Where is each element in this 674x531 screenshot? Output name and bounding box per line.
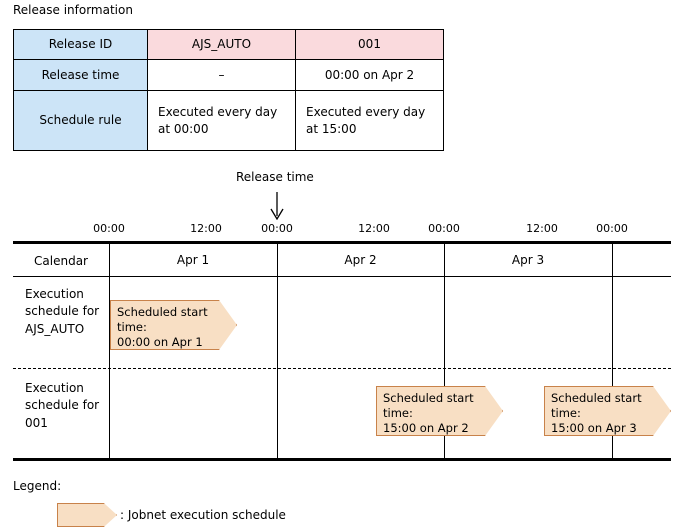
schedule-block-ajs-auto-apr1[interactable]: Scheduled start time: 00:00 on Apr 1	[110, 300, 237, 350]
day-divider	[612, 241, 613, 459]
day-divider	[109, 241, 110, 459]
tick-label: 00:00	[93, 222, 125, 235]
schedule-block-001-apr2[interactable]: Scheduled start time: 15:00 on Apr 2	[376, 386, 503, 436]
table-row: Release time – 00:00 on Apr 2	[13, 59, 444, 91]
table-row: Release ID AJS_AUTO 001	[13, 29, 444, 60]
row-separator-dashed	[13, 368, 671, 369]
release-information-table: Release ID AJS_AUTO 001 Release time – 0…	[13, 29, 444, 151]
cell-release-time-001: 00:00 on Apr 2	[295, 59, 444, 91]
timeline-top-border	[13, 241, 671, 244]
legend-title: Legend:	[13, 479, 62, 493]
tick-label: 00:00	[428, 222, 460, 235]
day-label-apr-3: Apr 3	[511, 253, 545, 267]
cell-schedule-rule-ajs-auto: Executed every day at 00:00	[147, 90, 296, 151]
day-divider	[444, 241, 445, 459]
cell-release-id-001: 001	[295, 29, 444, 60]
release-time-marker-label: Release time	[236, 170, 314, 184]
day-label-apr-2: Apr 2	[344, 253, 377, 267]
cell-release-id-ajs-auto: AJS_AUTO	[147, 29, 296, 60]
row-label-ajs-auto: Execution schedule for AJS_AUTO	[25, 287, 100, 336]
schedule-timeline: 00:00 12:00 00:00 12:00 00:00 12:00 00:0…	[13, 222, 671, 462]
day-divider	[277, 241, 278, 459]
legend-swatch-jobnet-execution-schedule	[57, 503, 117, 527]
tick-label: 12:00	[190, 222, 222, 235]
timeline-bottom-border	[13, 458, 671, 461]
row-header-schedule-rule: Schedule rule	[13, 90, 148, 151]
day-label-apr-1: Apr 1	[176, 253, 210, 267]
legend-entry-label: : Jobnet execution schedule	[120, 508, 286, 522]
row-header-release-id: Release ID	[13, 29, 148, 60]
down-arrow-icon	[270, 192, 284, 220]
tick-label: 12:00	[526, 222, 558, 235]
calendar-row-separator	[13, 276, 671, 277]
row-label-001: Execution schedule for 001	[25, 381, 100, 430]
table-row: Schedule rule Executed every day at 00:0…	[13, 90, 444, 151]
cell-schedule-rule-001: Executed every day at 15:00	[295, 90, 444, 151]
schedule-block-001-apr3[interactable]: Scheduled start time: 15:00 on Apr 3	[544, 386, 671, 436]
tick-label: 00:00	[596, 222, 628, 235]
row-header-release-time: Release time	[13, 59, 148, 91]
release-information-title: Release information	[13, 3, 133, 17]
cell-release-time-ajs-auto: –	[147, 59, 296, 91]
tick-label: 12:00	[358, 222, 390, 235]
calendar-row-label: Calendar	[34, 254, 88, 268]
tick-label: 00:00	[261, 222, 293, 235]
